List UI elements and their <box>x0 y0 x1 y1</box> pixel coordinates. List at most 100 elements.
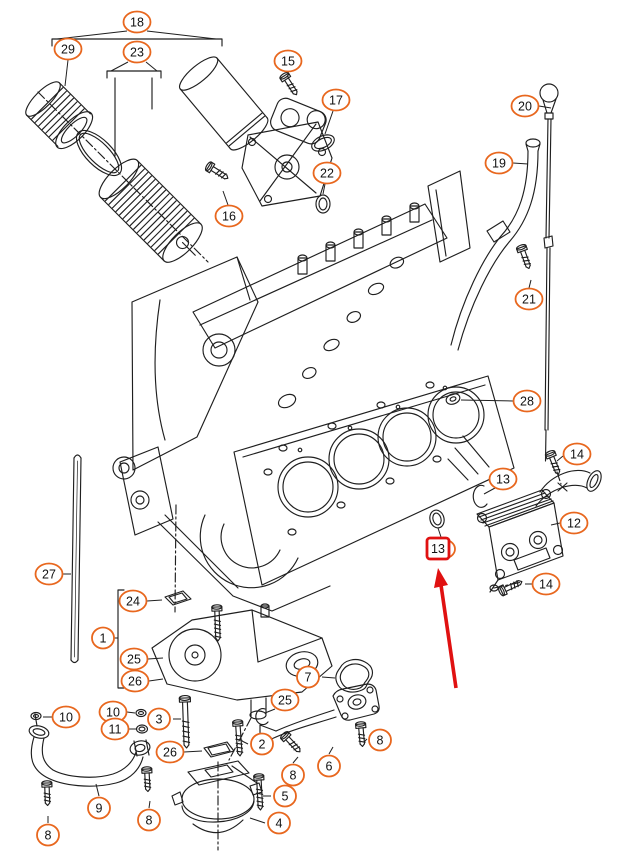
seal-11 <box>135 724 149 734</box>
svg-text:11: 11 <box>109 723 122 737</box>
red-arrowhead-icon <box>434 568 448 588</box>
bolt-8-b <box>278 729 305 756</box>
svg-text:8: 8 <box>377 734 384 748</box>
callout-21-9[interactable]: 21 <box>514 279 544 311</box>
svg-text:18: 18 <box>130 16 144 30</box>
svg-text:9: 9 <box>96 802 103 816</box>
callout-9-35[interactable]: 9 <box>87 783 111 820</box>
callout-18-0[interactable]: 18 <box>56 10 217 40</box>
seal-ring-13 <box>429 509 445 529</box>
callout-24-16[interactable]: 24 <box>118 589 163 613</box>
bolt-16 <box>203 160 232 184</box>
callout-29-1[interactable]: 29 <box>53 37 83 87</box>
svg-text:10: 10 <box>59 711 73 725</box>
pump-bolt <box>211 604 224 642</box>
callout-27-15[interactable]: 27 <box>34 562 72 586</box>
callout-7-27[interactable]: 7 <box>296 665 336 689</box>
bolt-14-bottom <box>496 576 525 598</box>
bolt-8-a <box>354 720 369 748</box>
svg-text:24: 24 <box>126 595 140 609</box>
callout-15-3[interactable]: 15 <box>273 49 303 79</box>
callout-26-19[interactable]: 26 <box>120 669 164 693</box>
bracket-23 <box>106 70 162 157</box>
callout-14-11[interactable]: 14 <box>556 442 592 466</box>
svg-text:17: 17 <box>329 94 343 108</box>
gasket-24 <box>164 590 192 606</box>
callout-5-31[interactable]: 5 <box>263 784 297 808</box>
callout-11-22[interactable]: 11 <box>100 717 137 741</box>
svg-text:28: 28 <box>520 395 534 409</box>
callout-10-21[interactable]: 10 <box>98 700 136 724</box>
svg-text:8: 8 <box>146 814 153 828</box>
callout-12-13[interactable]: 12 <box>550 511 589 535</box>
clip-13 <box>472 484 488 508</box>
callout-10-20[interactable]: 10 <box>43 705 81 729</box>
svg-text:22: 22 <box>320 167 334 181</box>
svg-text:26: 26 <box>163 746 177 760</box>
svg-text:6: 6 <box>326 760 333 774</box>
dipstick-group <box>450 83 559 462</box>
suction-pipe-group <box>28 708 154 807</box>
filter-o-ring <box>75 129 123 177</box>
callout-3-23[interactable]: 3 <box>147 707 181 731</box>
callout-8-33[interactable]: 8 <box>137 800 161 832</box>
svg-text:4: 4 <box>276 817 283 831</box>
svg-text:8: 8 <box>290 769 297 783</box>
washer-10-right <box>135 708 147 718</box>
svg-text:20: 20 <box>518 100 532 114</box>
callout-19-8[interactable]: 19 <box>484 151 529 175</box>
svg-text:14: 14 <box>570 448 584 462</box>
svg-text:7: 7 <box>305 671 312 685</box>
svg-text:25: 25 <box>127 653 141 667</box>
svg-text:3: 3 <box>156 713 163 727</box>
guide-rod-27 <box>70 454 82 664</box>
oil-cooler-group <box>429 448 602 598</box>
callout-4-32[interactable]: 4 <box>249 811 291 835</box>
callout-25-25[interactable]: 25 <box>264 688 300 714</box>
oil-pump-group <box>117 589 333 851</box>
gasket-17 <box>311 134 335 152</box>
highlight-box[interactable] <box>425 536 451 561</box>
svg-text:25: 25 <box>278 694 292 708</box>
callout-23-2[interactable]: 23 <box>110 40 158 72</box>
oil-filter-housing <box>178 56 335 214</box>
callout-1-17[interactable]: 1 <box>91 626 118 650</box>
bracket-1 <box>117 589 125 689</box>
svg-text:15: 15 <box>281 55 295 69</box>
svg-text:8: 8 <box>45 829 52 843</box>
callout-6-29[interactable]: 6 <box>317 746 341 778</box>
svg-text:21: 21 <box>522 293 536 307</box>
callout-13-12[interactable]: 13 <box>483 467 518 495</box>
callout-20-7[interactable]: 20 <box>510 94 552 118</box>
callout-17-4[interactable]: 17 <box>321 88 351 135</box>
bolt-21 <box>515 242 535 271</box>
callout-2-26[interactable]: 2 <box>241 732 274 756</box>
callout-8-28[interactable]: 8 <box>363 728 392 752</box>
callout-26-24[interactable]: 26 <box>155 740 203 764</box>
svg-text:13: 13 <box>431 542 445 556</box>
bolt-3 <box>178 694 193 749</box>
highlighted-callout-13[interactable]: 13 <box>425 527 456 561</box>
bolt-8-d <box>41 780 54 807</box>
svg-text:19: 19 <box>492 157 506 171</box>
callout-22-6[interactable]: 22 <box>312 161 342 195</box>
callout-28-10[interactable]: 28 <box>460 389 542 413</box>
seal-22 <box>315 194 331 214</box>
callout-8-30[interactable]: 8 <box>281 756 305 787</box>
svg-text:29: 29 <box>61 43 75 57</box>
callout-25-18[interactable]: 25 <box>119 647 164 671</box>
bolt-5 <box>253 772 267 811</box>
callout-16-5[interactable]: 16 <box>214 190 244 228</box>
gasket-7 <box>335 659 374 693</box>
callout-8-34[interactable]: 8 <box>36 816 60 847</box>
callout-14-14[interactable]: 14 <box>525 572 561 596</box>
svg-text:14: 14 <box>539 578 553 592</box>
oil-filter-group <box>25 81 209 263</box>
svg-text:16: 16 <box>222 210 236 224</box>
seal-25 <box>255 708 269 726</box>
dipstick-tube-19 <box>450 138 541 351</box>
svg-text:1: 1 <box>100 632 107 646</box>
